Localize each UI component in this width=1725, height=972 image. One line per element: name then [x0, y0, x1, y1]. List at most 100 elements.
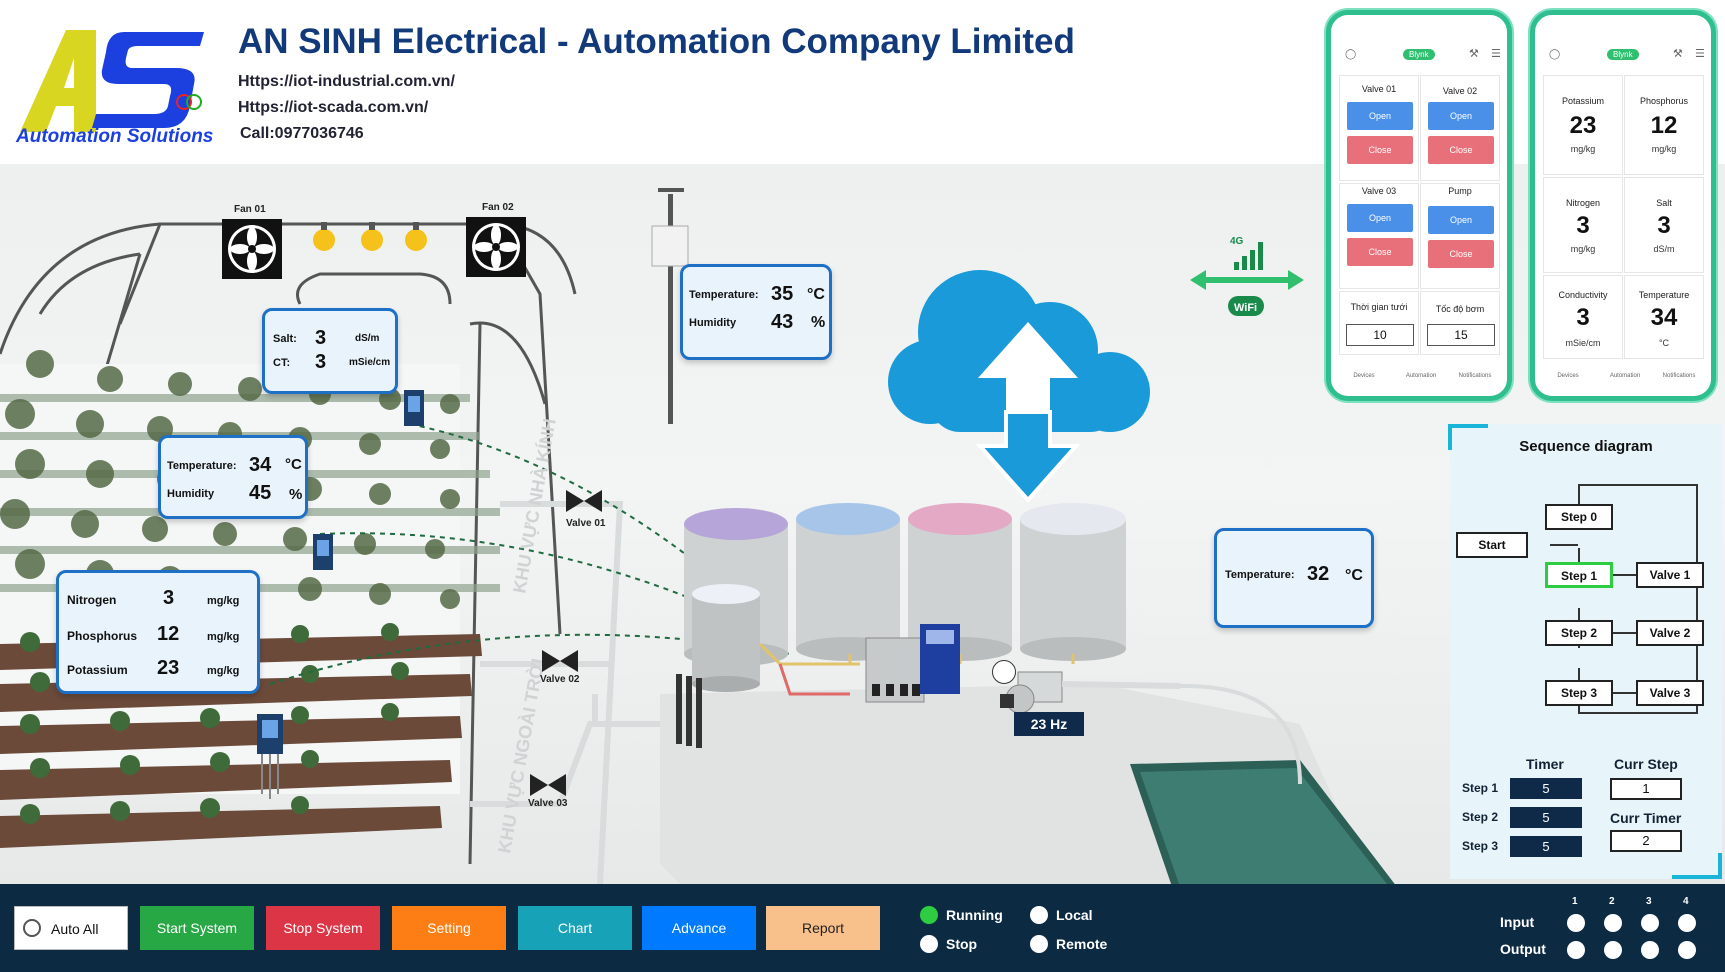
valve-02-widget: Valve 02 Open Close [1420, 75, 1500, 181]
potassium-label: Potassium [67, 663, 128, 677]
fan-02-icon[interactable] [466, 217, 526, 277]
start-system-button[interactable]: Start System [140, 906, 254, 950]
watering-time-input[interactable]: 10 [1346, 324, 1414, 346]
wrench-icon[interactable]: ⚒ [1469, 48, 1479, 60]
curr-step-value: 1 [1610, 778, 1682, 800]
output-label: Output [1500, 941, 1546, 957]
seq-step-0: Step 0 [1545, 504, 1613, 530]
pump-title: Pump [1448, 186, 1472, 196]
valve-02-open-button[interactable]: Open [1428, 102, 1494, 130]
conductivity-unit: mSie/cm [1565, 338, 1601, 348]
wifi-label: WiFi [1234, 302, 1257, 314]
io-col-4: 4 [1683, 896, 1689, 907]
light-bulbs-icon[interactable] [310, 222, 430, 258]
pump-open-button[interactable]: Open [1428, 206, 1494, 234]
running-label: Running [946, 907, 1003, 923]
output-2-led [1604, 941, 1622, 959]
local-radio[interactable] [1030, 906, 1048, 924]
ct-unit: mSie/cm [349, 357, 391, 368]
valve-03-icon[interactable] [528, 772, 568, 798]
auto-all-radio[interactable] [23, 919, 41, 937]
pump-close-button[interactable]: Close [1428, 240, 1494, 268]
nav-devices[interactable]: Devices [1353, 373, 1375, 379]
valve-03-label: Valve 03 [528, 798, 568, 809]
watering-time-label: Thời gian tưới [1350, 302, 1408, 312]
phosphorus-value: 12 [157, 623, 180, 645]
outdoor-temp-unit: °C [807, 286, 825, 303]
fan-01-icon[interactable] [222, 219, 282, 279]
input-1-led [1567, 914, 1585, 932]
setting-button[interactable]: Setting [392, 906, 506, 950]
valve-01-icon[interactable] [564, 488, 604, 514]
stop-led [920, 935, 938, 953]
temperature-widget: Temperature 34 °C [1624, 275, 1704, 359]
ct-value: 3 [315, 351, 327, 373]
gh-humidity-value: 45 [249, 482, 272, 504]
salt-value: 3 [315, 327, 327, 349]
nitrogen-label: Nitrogen [67, 593, 117, 607]
pump-speed-label: Tốc độ bơm [1435, 304, 1485, 314]
watering-time-widget: Thời gian tưới 10 [1339, 291, 1419, 355]
mobile-app-sensors: ◯ Blynk ⚒ ☰ Potassium 23 mg/kg Phosphoru… [1530, 10, 1716, 401]
valve-02-close-button[interactable]: Close [1428, 136, 1494, 164]
nav-notifications[interactable]: Notifications [1458, 373, 1492, 379]
pump-speed-input[interactable]: 15 [1427, 324, 1495, 346]
npk-bubble: Nitrogen 3 mg/kg Phosphorus 12 mg/kg Pot… [56, 570, 260, 694]
nav-devices[interactable]: Devices [1557, 373, 1579, 379]
advance-button[interactable]: Advance [642, 906, 756, 950]
timer-header: Timer [1526, 756, 1564, 772]
valve-01-widget: Valve 01 Open Close [1339, 75, 1419, 181]
valve-03-close-button[interactable]: Close [1347, 238, 1413, 266]
nitrogen-value: 3 [1576, 212, 1590, 239]
phone-number: Call:0977036746 [240, 125, 364, 142]
cloud-upload-download-icon [888, 270, 1150, 502]
curr-timer-value: 2 [1610, 830, 1682, 852]
temperature-value: 34 [1650, 304, 1678, 331]
io-col-1: 1 [1572, 896, 1578, 907]
nitrogen-title: Nitrogen [1565, 198, 1601, 208]
salt-unit: dS/m [355, 333, 380, 344]
row-step-1-timer[interactable]: 5 [1510, 778, 1582, 799]
chart-button[interactable]: Chart [518, 906, 632, 950]
seq-step-2: Step 2 [1545, 620, 1613, 646]
pump-widget: Pump Open Close [1420, 183, 1500, 289]
fan-02-label: Fan 02 [482, 202, 514, 213]
website-link-2[interactable]: Https://iot-scada.com.vn/ [238, 99, 429, 116]
auto-all-button[interactable]: Auto All [14, 906, 128, 950]
nav-automation[interactable]: Automation [1609, 373, 1641, 379]
nav-automation[interactable]: Automation [1405, 373, 1437, 379]
curr-step-header: Curr Step [1614, 756, 1678, 772]
stop-system-button[interactable]: Stop System [266, 906, 380, 950]
potassium-widget: Potassium 23 mg/kg [1543, 75, 1623, 175]
valve-01-open-button[interactable]: Open [1347, 102, 1413, 130]
fan-01-label: Fan 01 [234, 204, 266, 215]
remote-radio[interactable] [1030, 935, 1048, 953]
profile-icon[interactable]: ◯ [1345, 49, 1357, 60]
nitrogen-unit: mg/kg [207, 595, 240, 607]
4g-label: 4G [1230, 236, 1244, 247]
menu-icon[interactable]: ☰ [1491, 48, 1501, 60]
valve-02-title: Valve 02 [1442, 86, 1478, 96]
remote-label: Remote [1056, 936, 1108, 952]
row-step-2-timer[interactable]: 5 [1510, 807, 1582, 828]
nav-notifications[interactable]: Notifications [1662, 373, 1696, 379]
valve-01-close-button[interactable]: Close [1347, 136, 1413, 164]
ct-label: CT: [273, 357, 291, 369]
conductivity-widget: Conductivity 3 mSie/cm [1543, 275, 1623, 359]
greenhouse-air-bubble: Temperature: 34 °C Humidity 45 % [158, 435, 308, 519]
salt-widget: Salt 3 dS/m [1624, 177, 1704, 273]
website-link-1[interactable]: Https://iot-industrial.com.vn/ [238, 73, 455, 90]
phosphorus-unit: mg/kg [1651, 144, 1677, 154]
profile-icon[interactable]: ◯ [1549, 49, 1561, 60]
wrench-icon[interactable]: ⚒ [1673, 48, 1683, 60]
valve-03-open-button[interactable]: Open [1347, 204, 1413, 232]
menu-icon[interactable]: ☰ [1695, 48, 1705, 60]
gh-temp-label: Temperature: [167, 460, 237, 472]
row-step-3-timer[interactable]: 5 [1510, 836, 1582, 857]
output-3-led [1641, 941, 1659, 959]
seq-start: Start [1456, 532, 1528, 558]
sequence-panel: Sequence diagram Step 0 Start Step 1 Val… [1448, 424, 1722, 879]
report-button[interactable]: Report [766, 906, 880, 950]
logo-subtitle: Automation Solutions [16, 126, 214, 147]
valve-02-icon[interactable] [540, 648, 580, 674]
